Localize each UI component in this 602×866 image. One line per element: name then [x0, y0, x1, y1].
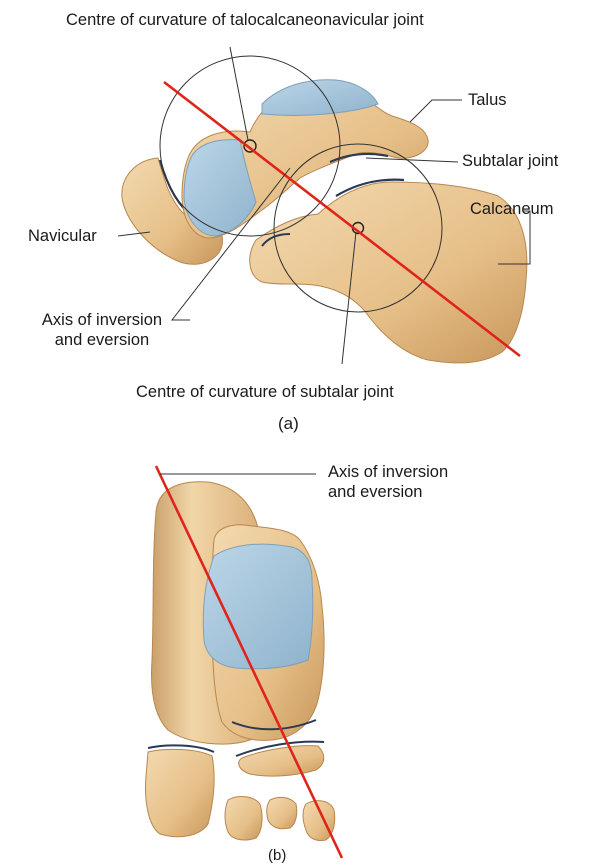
cuneiform-1 [225, 797, 262, 840]
leader-centre-tcn [230, 47, 248, 140]
panel-b-illustration [146, 466, 342, 858]
label-axis-b: Axis of inversion and eversion [328, 462, 448, 502]
label-navicular: Navicular [28, 226, 97, 246]
label-calcaneum: Calcaneum [470, 199, 553, 219]
caption-a: (a) [278, 414, 299, 434]
label-subtalar-joint: Subtalar joint [462, 151, 558, 171]
label-axis-a-line1: Axis of inversion [12, 310, 192, 330]
label-centre-subtalar: Centre of curvature of subtalar joint [136, 382, 394, 402]
cuneiform-2 [267, 797, 297, 828]
talus-posterior-cartilage [203, 544, 312, 669]
label-talus: Talus [468, 90, 507, 110]
label-axis-a-line2: and eversion [12, 330, 192, 350]
leader-subtalar [366, 158, 458, 162]
label-centre-tcn: Centre of curvature of talocalcaneonavic… [66, 10, 424, 30]
cuboid-bone [146, 749, 215, 836]
label-axis-b-line2: and eversion [328, 482, 448, 502]
label-axis-a: Axis of inversion and eversion [12, 310, 192, 350]
caption-b: (b) [268, 846, 286, 866]
leader-talus [410, 100, 462, 122]
label-axis-b-line1: Axis of inversion [328, 462, 448, 482]
